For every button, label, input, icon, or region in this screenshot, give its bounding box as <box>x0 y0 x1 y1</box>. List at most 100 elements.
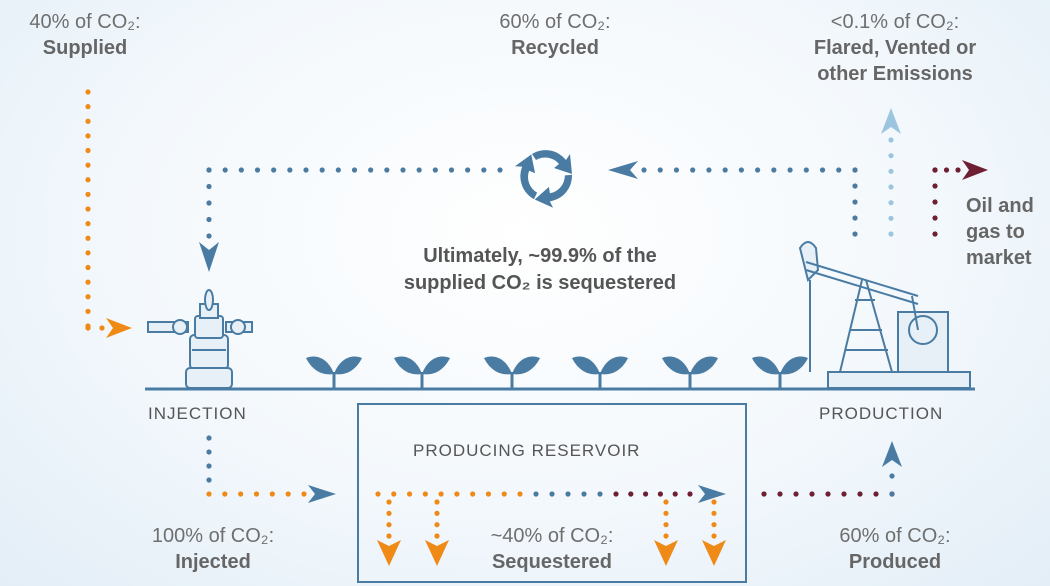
recycle-right-flow-dot <box>657 167 663 173</box>
recycle-right-flow-dot <box>836 167 842 173</box>
sprout-icon <box>306 356 362 388</box>
emissions-flow-dot <box>888 168 894 174</box>
recycle-icon <box>514 150 573 208</box>
reservoir-flow-dot <box>672 491 678 497</box>
oil-flow-dot <box>943 167 950 173</box>
reservoir-flow-dot <box>485 491 492 497</box>
recycle-top-flow-dot <box>351 167 358 173</box>
emissions-value-line1: Flared, Vented or <box>813 37 977 59</box>
recycled-pct: 60% of CO₂: <box>499 11 611 33</box>
injected-right-flow-dot <box>206 491 212 497</box>
recycle-left-flow-dot <box>206 183 212 190</box>
injected-down-flow-dot <box>206 435 212 441</box>
oil-riser-flow-dot <box>932 215 938 221</box>
sprout-icon <box>752 356 808 388</box>
produced-flow-dot <box>809 491 815 497</box>
injected-right-flow-dot <box>238 491 244 497</box>
recycle-top-flow-dot <box>287 167 293 173</box>
reservoir-flow-dot <box>406 491 413 497</box>
recycle-top-flow-dot <box>481 167 487 173</box>
reservoir-box <box>357 403 747 583</box>
produced-flow-dot <box>793 491 799 497</box>
supplied-flow-dot <box>85 162 91 168</box>
recycle-riser-flow-dot <box>852 231 858 237</box>
emissions-flow-dot <box>888 137 894 143</box>
recycle-right-flow-dot <box>787 167 793 173</box>
recycle-top-flow-dot <box>384 167 390 173</box>
recycle-top-flow-dot <box>368 167 374 173</box>
supplied-flow-dot <box>85 250 91 256</box>
reservoir-flow-dot <box>597 491 603 497</box>
oil-flow-dot <box>955 167 961 173</box>
recycle-top-flow-dot <box>222 167 228 173</box>
sequestered-value: Sequestered <box>491 551 613 573</box>
recycle-left-arrowhead <box>608 161 638 179</box>
reservoir-flow-dot <box>533 491 539 497</box>
reservoir-flow-dot <box>687 491 693 497</box>
reservoir-flow-dot <box>438 491 444 497</box>
reservoir-flow-dot <box>628 491 634 497</box>
produced-flow-dot <box>873 491 879 497</box>
oil-gas-line3: market <box>966 247 1032 269</box>
emissions-label: <0.1% of CO₂: Flared, Vented or other Em… <box>785 9 1005 87</box>
injected-down-flow-dot <box>206 477 212 483</box>
oil-riser-flow-dot <box>932 167 938 173</box>
supplied-arrowhead <box>106 318 132 338</box>
sequestered-drop-dot <box>663 533 669 539</box>
sequestered-drop-dot <box>386 522 392 528</box>
supplied-flow-dot <box>85 264 91 271</box>
sequestered-drop-dot <box>434 510 440 516</box>
production-title: PRODUCTION <box>819 404 944 423</box>
injected-right-arrowhead <box>308 485 336 503</box>
recycle-left-flow-dot <box>206 200 212 206</box>
produced-flow-dot <box>841 491 847 497</box>
recycle-right-flow-dot <box>771 167 777 173</box>
reservoir-title: PRODUCING RESERVOIR <box>413 441 641 460</box>
recycle-right-flow-dot <box>755 167 761 173</box>
supplied-flow-dot <box>85 221 91 227</box>
pumpjack-icon <box>798 241 971 389</box>
oil-gas-label: Oil and gas to market <box>966 193 1050 271</box>
seq-arrowhead-3 <box>654 540 678 566</box>
emissions-flow-dot <box>888 184 894 190</box>
recycle-right-flow-dot <box>706 167 712 173</box>
recycle-top-flow-dot <box>400 167 406 173</box>
recycle-top-flow-dot <box>497 167 503 173</box>
recycle-riser-flow-dot <box>852 215 858 221</box>
reservoir-flow-dot <box>565 491 571 497</box>
reservoir-flow-dot <box>422 491 428 497</box>
sprout-icon <box>662 356 718 388</box>
recycled-value: Recycled <box>511 37 599 59</box>
emissions-flow-dot <box>888 215 894 221</box>
oil-gas-line1: Oil and <box>966 195 1034 217</box>
seq-arrowhead-2 <box>425 540 449 566</box>
recycle-top-flow-dot <box>254 167 261 173</box>
recycle-top-flow-dot <box>416 167 422 173</box>
reservoir-flow-dot <box>549 491 555 497</box>
sequestered-drop-dot <box>663 499 669 505</box>
recycle-down-arrowhead <box>199 242 219 272</box>
reservoir-flow-dot <box>613 491 619 497</box>
injected-right-flow-dot <box>222 491 228 497</box>
sequestered-drop-dot <box>663 510 669 516</box>
reservoir-flow-dot <box>454 491 460 497</box>
sequestered-drop-dot <box>434 533 440 539</box>
injected-right-flow-dot <box>285 491 291 497</box>
supplied-flow-dot <box>85 308 91 314</box>
supplied-value: Supplied <box>42 37 128 59</box>
supplied-flow-dot <box>85 191 91 197</box>
injected-right-flow-dot <box>301 491 307 497</box>
produced-up-arrowhead <box>882 441 902 467</box>
supplied-flow-dot <box>85 294 91 300</box>
oil-gas-line2: gas to <box>966 221 1025 243</box>
recycle-top-flow-dot <box>448 167 455 173</box>
recycle-right-flow-dot <box>690 167 696 173</box>
injected-label: 100% of CO₂: Injected <box>128 523 298 575</box>
reservoir-flow-dot <box>581 491 587 497</box>
recycle-top-flow-dot <box>432 167 438 173</box>
emissions-flow-dot <box>888 153 894 159</box>
summary-line2: supplied CO₂ is sequestered <box>403 272 677 294</box>
injected-down-flow-dot <box>206 463 212 469</box>
supplied-flow-dot <box>85 104 91 110</box>
recycle-right-flow-dot <box>819 167 826 173</box>
